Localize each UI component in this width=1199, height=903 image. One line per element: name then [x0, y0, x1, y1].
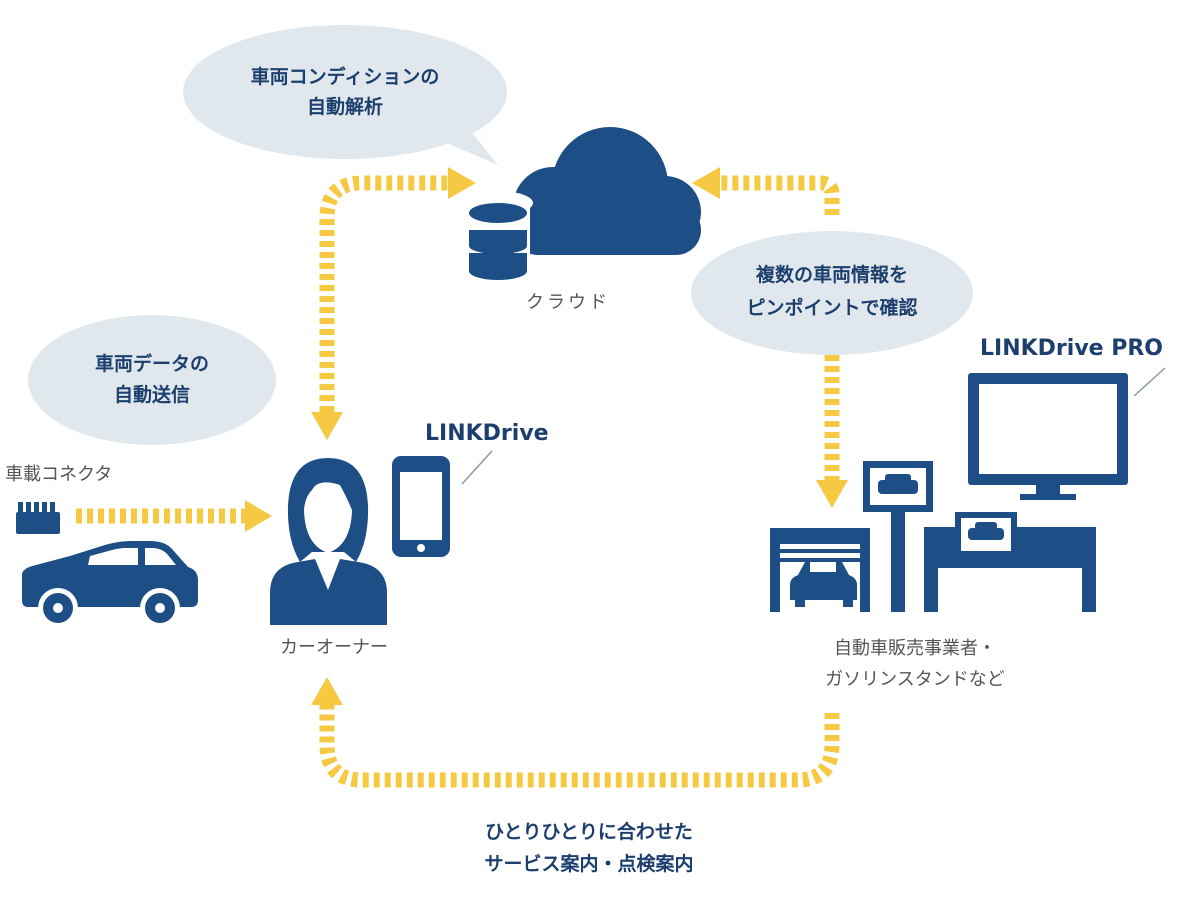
counter-icon — [924, 512, 1096, 612]
connector-label: 車載コネクタ — [5, 464, 112, 485]
bubble-multi-vehicle-line2: ピンポイントで確認 — [746, 296, 917, 319]
arrow-head-cloud-left — [448, 167, 476, 199]
arrow-head-owner-up — [311, 677, 343, 705]
owner-label: カーオーナー — [280, 637, 388, 658]
bubble-condition: 車両コンディションの 自動解析 — [183, 25, 507, 165]
smartphone-icon — [392, 456, 450, 557]
person-icon — [270, 458, 387, 625]
arrow-owner-to-cloud — [319, 175, 450, 412]
bubble-condition-line2: 自動解析 — [307, 95, 383, 118]
sign-icon — [863, 461, 933, 612]
arrow-head-dealer-down — [816, 480, 848, 508]
arrow-head-cloud-right — [692, 167, 720, 199]
car-icon — [22, 541, 198, 628]
linkdrive-pro-label: LINKDrive PRO — [980, 336, 1163, 361]
arrow-head-owner-right — [245, 500, 272, 532]
bubble-condition-line1: 車両コンディションの — [251, 65, 440, 88]
arrow-heads — [245, 167, 848, 705]
database-icon — [463, 191, 533, 293]
service-label-line2: サービス案内・点検案内 — [484, 852, 693, 875]
linkdrive-leader-line — [461, 450, 493, 485]
cloud-label: クラウド — [526, 292, 610, 313]
arrow-cloud-from-dealer — [720, 175, 840, 215]
bubble-multi-vehicle: 複数の車両情報を ピンポイントで確認 — [691, 231, 973, 355]
dealer-label-line1: 自動車販売事業者・ — [834, 638, 996, 659]
arrow-dealer-to-owner — [319, 705, 840, 788]
monitor-icon — [968, 373, 1128, 500]
flow-arrows — [76, 175, 840, 788]
bubble-multi-vehicle-line1: 複数の車両情報を — [755, 263, 908, 286]
bubble-data-send-line1: 車両データの — [95, 352, 209, 375]
bubble-data-send: 車両データの 自動送信 — [28, 315, 276, 445]
bubble-data-send-line2: 自動送信 — [114, 383, 190, 406]
linkdrive-label: LINKDrive — [425, 421, 549, 446]
arrow-head-owner-down — [311, 412, 343, 440]
connector-icon — [16, 502, 60, 534]
service-label-line1: ひとりひとりに合わせた — [485, 820, 693, 843]
garage-icon — [770, 528, 870, 612]
linkdrive-pro-leader-line — [1133, 367, 1166, 397]
dealer-label-line2: ガソリンスタンドなど — [825, 669, 1005, 690]
cloud-icon — [513, 127, 701, 255]
